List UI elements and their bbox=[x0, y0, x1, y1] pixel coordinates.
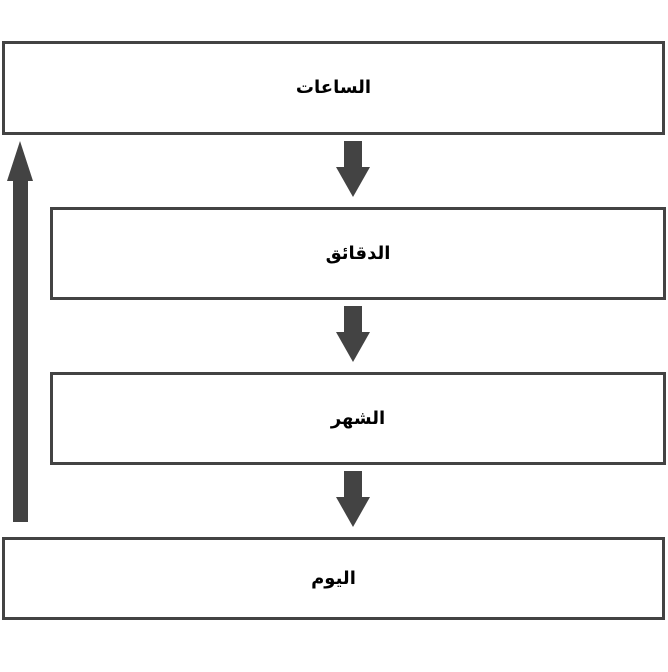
arrow-down-minutes-to-month-icon bbox=[336, 306, 370, 362]
arrow-head bbox=[336, 167, 370, 197]
node-box-minutes[interactable]: الدقائق bbox=[50, 207, 666, 300]
arrow-head bbox=[7, 141, 33, 181]
arrow-up-day-to-hours-icon bbox=[7, 141, 34, 522]
arrow-shaft bbox=[344, 141, 362, 169]
node-box-day[interactable]: اليوم bbox=[2, 537, 665, 620]
node-box-month[interactable]: الشهر bbox=[50, 372, 666, 465]
arrow-shaft bbox=[344, 471, 362, 499]
arrow-shaft bbox=[13, 179, 28, 522]
arrow-down-month-to-day-icon bbox=[336, 471, 370, 527]
node-box-hours[interactable]: الساعات bbox=[2, 41, 665, 135]
arrow-down-hours-to-minutes-icon bbox=[336, 141, 370, 197]
arrow-head bbox=[336, 497, 370, 527]
node-label-day: اليوم bbox=[311, 567, 356, 589]
node-label-hours: الساعات bbox=[295, 77, 372, 99]
arrow-shaft bbox=[344, 306, 362, 334]
arrow-head bbox=[336, 332, 370, 362]
node-label-minutes: الدقائق bbox=[325, 242, 391, 264]
node-label-month: الشهر bbox=[330, 407, 386, 429]
